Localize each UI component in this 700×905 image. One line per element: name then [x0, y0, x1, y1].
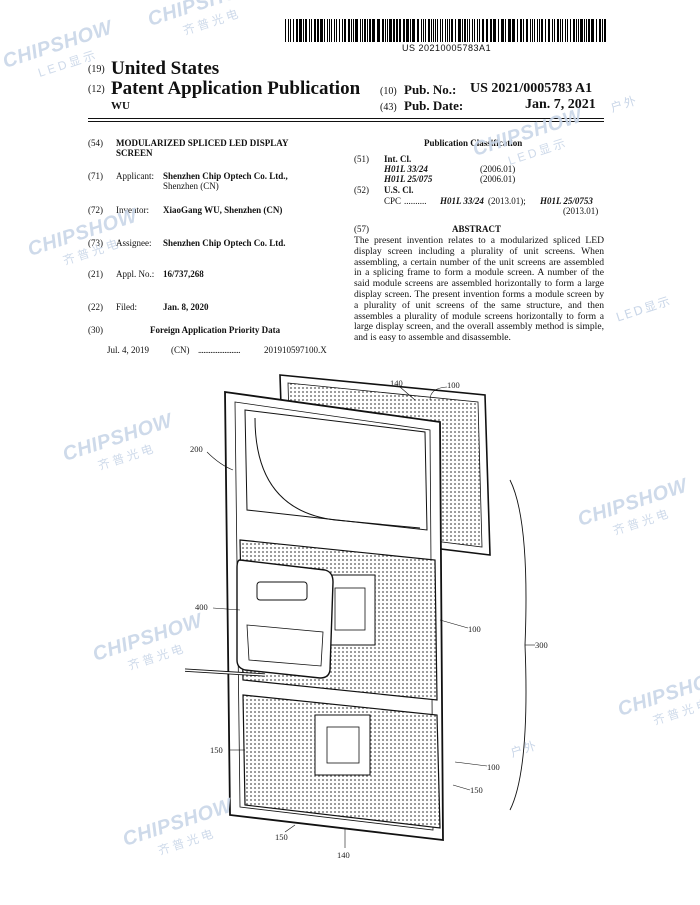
cpc-code-1: H01L 33/24 [440, 196, 484, 206]
leader-lines [206, 386, 535, 848]
label-150-right: 150 [470, 785, 483, 795]
label-150-left: 150 [210, 745, 223, 755]
priority-dots: ........................ [198, 345, 241, 355]
label-300: 300 [535, 640, 548, 650]
filed-label: Filed: [116, 302, 138, 312]
barcode [285, 19, 606, 42]
label-400: 400 [195, 602, 208, 612]
title-line-2: SCREEN [116, 148, 153, 158]
cpc-dots: .......... [404, 196, 427, 206]
header-rule-2 [88, 121, 604, 122]
field-22-number: (22) [88, 302, 103, 312]
assignee-name: Shenzhen Chip Optech Co. Ltd. [163, 238, 286, 248]
int-cl-code-1: H01L 33/24 [384, 164, 428, 174]
patent-figure: 140 100 200 400 100 300 150 100 150 150 … [185, 374, 548, 860]
document-type: Patent Application Publication [111, 78, 361, 99]
abstract-heading: ABSTRACT [452, 224, 502, 234]
watermark-cn-1: 户外 [608, 92, 640, 115]
priority-country: (CN) [171, 345, 190, 355]
pub-date: Jan. 7, 2021 [525, 97, 596, 112]
field-10-number: (10) [380, 86, 397, 97]
field-19-number: (19) [88, 64, 105, 75]
title-line-1: MODULARIZED SPLICED LED DISPLAY [116, 138, 289, 148]
field-51-number: (51) [354, 154, 369, 164]
label-150-bottom: 150 [275, 832, 288, 842]
pub-date-label: Pub. Date: [404, 98, 464, 113]
country: United States [111, 58, 220, 79]
field-54-number: (54) [88, 138, 103, 148]
priority-date: Jul. 4, 2019 [107, 345, 150, 355]
publication-classification-heading: Publication Classification [424, 138, 523, 148]
field-73-number: (73) [88, 238, 103, 248]
label-140-top: 140 [390, 378, 403, 388]
bottom-unit-screen [242, 694, 441, 829]
filed-date: Jan. 8, 2020 [163, 302, 209, 312]
int-cl-date-1: (2006.01) [480, 164, 516, 174]
assignee-label: Assignee: [116, 238, 152, 248]
cable [185, 668, 266, 677]
field-71-number: (71) [88, 171, 103, 181]
cpc-label: CPC [384, 196, 402, 206]
cpc-date-1: (2013.01); [488, 196, 526, 206]
cpc-date-2: (2013.01) [563, 206, 599, 216]
pub-no-label: Pub. No.: [404, 82, 457, 97]
applicant-label: Applicant: [116, 171, 154, 181]
applicant-name: Shenzhen Chip Optech Co. Ltd., [163, 171, 288, 181]
control-box [236, 559, 334, 679]
label-100-top: 100 [447, 380, 460, 390]
label-200: 200 [190, 444, 203, 454]
field-30-number: (30) [88, 325, 103, 335]
foreign-priority-heading: Foreign Application Priority Data [150, 325, 281, 335]
inventor-name: XiaoGang WU, Shenzhen (CN) [163, 205, 283, 215]
header-rule-1 [88, 118, 604, 119]
label-100-low: 100 [487, 762, 500, 772]
applicant-city: Shenzhen (CN) [163, 181, 219, 191]
field-43-number: (43) [380, 102, 397, 113]
label-140-bottom: 140 [337, 850, 350, 860]
pub-no: US 2021/0005783 A1 [470, 81, 593, 96]
field-12-number: (12) [88, 84, 105, 95]
cpc-code-2: H01L 25/0753 [540, 196, 593, 206]
int-cl-label: Int. Cl. [384, 154, 412, 164]
field-57-number: (57) [354, 224, 369, 234]
abstract-text: The present invention relates to a modul… [354, 235, 604, 344]
inventor-short: WU [111, 100, 130, 112]
int-cl-date-2: (2006.01) [480, 174, 516, 184]
field-52-number: (52) [354, 185, 369, 195]
int-cl-code-2: H01L 25/075 [384, 174, 433, 184]
appl-no: 16/737,268 [163, 269, 204, 279]
field-21-number: (21) [88, 269, 103, 279]
appl-no-label: Appl. No.: [116, 269, 155, 279]
watermark-cn-2: LED显示 [614, 293, 674, 325]
inventor-label: Inventor: [116, 205, 149, 215]
field-72-number: (72) [88, 205, 103, 215]
priority-number: 201910597100.X [264, 345, 327, 355]
us-cl-label: U.S. Cl. [384, 185, 414, 195]
label-100-mid: 100 [468, 624, 481, 634]
barcode-text: US 20210005783A1 [402, 43, 492, 53]
